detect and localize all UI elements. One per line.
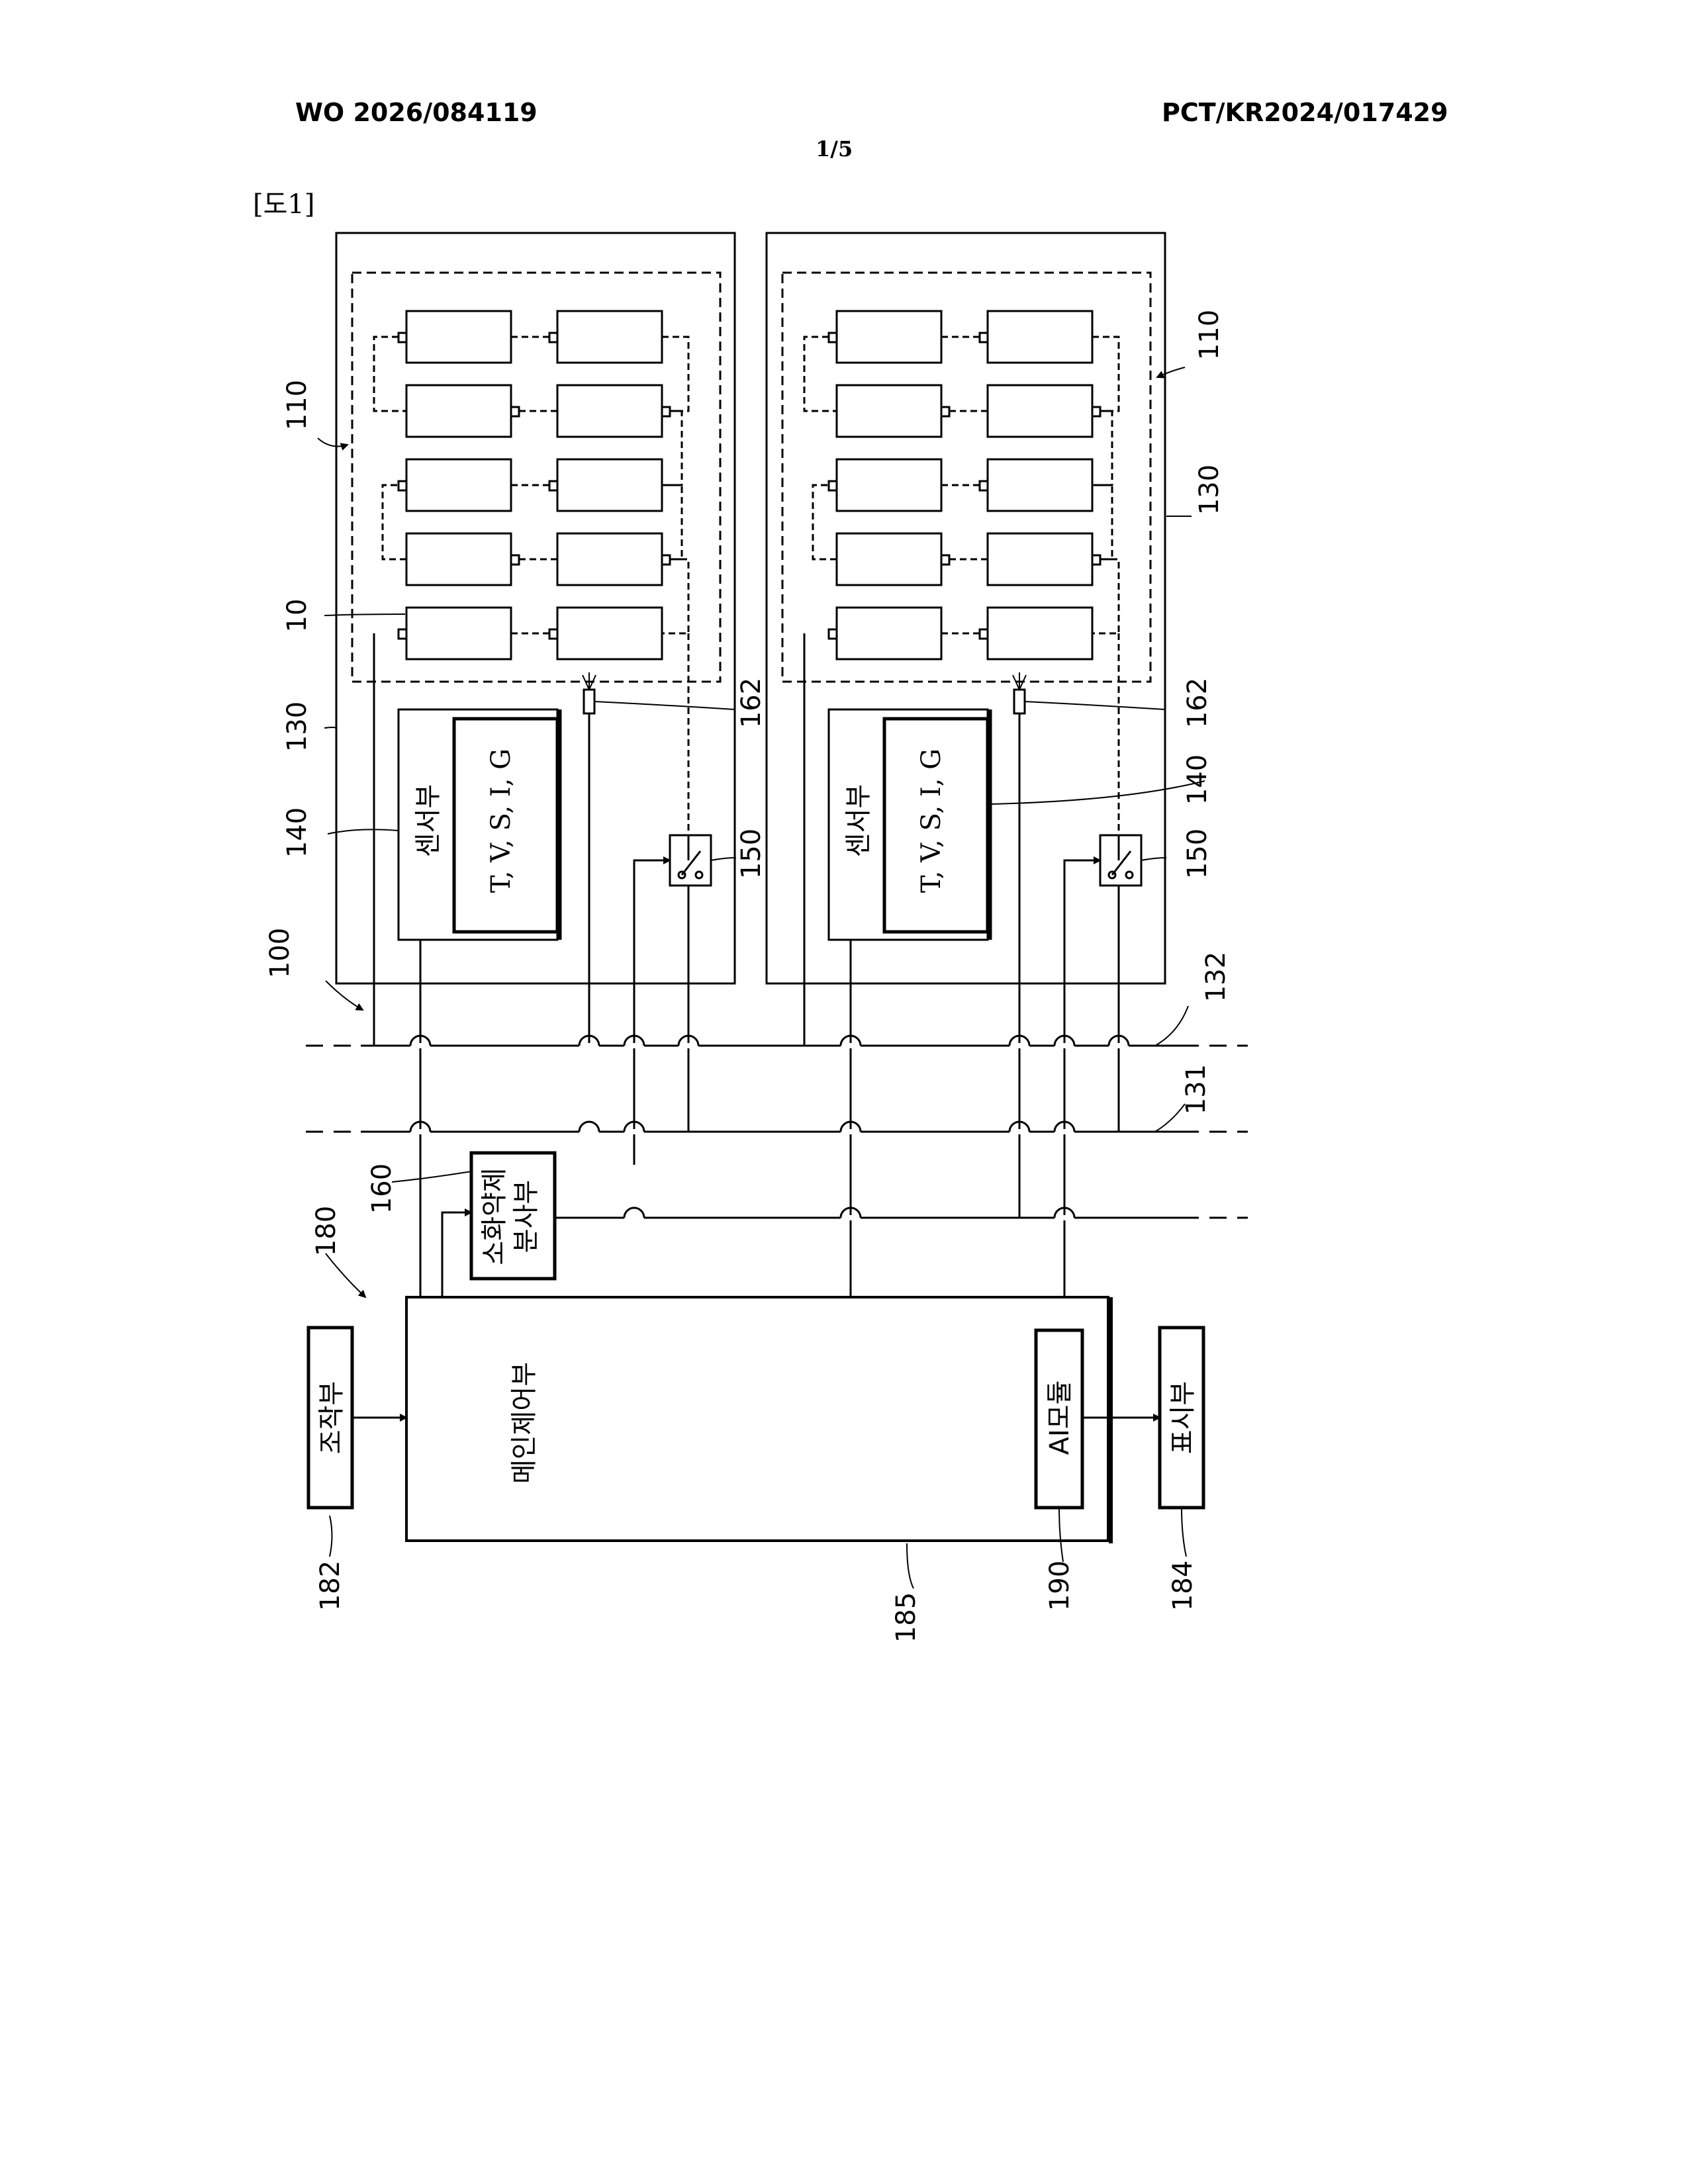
- ref-184: 184: [1168, 1561, 1198, 1611]
- ref-150-right: 150: [1182, 829, 1213, 879]
- ref-110-left: 110: [282, 380, 312, 430]
- ref-130-left: 130: [282, 702, 312, 752]
- switch-left: [670, 835, 711, 886]
- ref-182: 182: [315, 1561, 346, 1611]
- rack-housing-left: [336, 233, 735, 983]
- battery-cell: [557, 533, 662, 585]
- battery-cell: [406, 459, 511, 511]
- battery-cell: [557, 459, 662, 511]
- ref-132: 132: [1201, 952, 1231, 1002]
- fire-agent-label-1: 소화약제: [479, 1167, 510, 1265]
- ref-140-left: 140: [282, 807, 312, 858]
- battery-cell: [837, 533, 941, 585]
- ref-162-right: 162: [1182, 678, 1213, 728]
- battery-cell: [837, 311, 941, 363]
- battery-cell: [988, 533, 1092, 585]
- rack-left: [336, 233, 735, 1297]
- sensor-values-left: T, V, S, I, G: [486, 749, 516, 893]
- battery-cell: [557, 385, 662, 437]
- battery-cell: [557, 311, 662, 363]
- operation-label: 조작부: [316, 1381, 347, 1454]
- battery-cell: [837, 608, 941, 659]
- ref-130-right: 130: [1194, 465, 1225, 515]
- battery-cell: [988, 608, 1092, 659]
- battery-cell: [406, 311, 511, 363]
- reference-numerals: 110 10 130 140 100 160 180 182 185 190 1…: [265, 310, 1231, 1643]
- main-control-label: 메인제어부: [509, 1362, 539, 1484]
- ref-190: 190: [1045, 1561, 1075, 1611]
- ref-150-left: 150: [736, 829, 767, 879]
- switch-right: [1100, 835, 1141, 886]
- ref-10: 10: [282, 599, 312, 633]
- battery-cell: [406, 608, 511, 659]
- control-section: [308, 1153, 1203, 1543]
- battery-cell: [406, 385, 511, 437]
- fire-agent-label-2: 분사부: [511, 1180, 541, 1253]
- ref-162-left: 162: [736, 678, 767, 728]
- sensor-values-right: T, V, S, I, G: [916, 749, 947, 893]
- ai-module-label: AI모듈: [1045, 1381, 1075, 1455]
- rack-right: [767, 233, 1165, 1297]
- sensor-label-left: 센서부: [413, 784, 444, 857]
- ref-180: 180: [311, 1206, 342, 1256]
- battery-cell: [988, 459, 1092, 511]
- display-label: 표시부: [1168, 1381, 1198, 1454]
- ref-185: 185: [891, 1592, 921, 1643]
- battery-cell: [988, 385, 1092, 437]
- bus-lines: [306, 1046, 1248, 1218]
- ref-131: 131: [1181, 1064, 1211, 1115]
- ref-110-right: 110: [1194, 310, 1225, 360]
- ref-140-right: 140: [1182, 754, 1213, 805]
- battery-cell: [837, 385, 941, 437]
- battery-cell: [988, 311, 1092, 363]
- rack-housing-right: [767, 233, 1165, 983]
- sensor-label-right: 센서부: [843, 784, 874, 857]
- ref-160: 160: [367, 1163, 397, 1214]
- battery-cell: [557, 608, 662, 659]
- battery-cell: [406, 533, 511, 585]
- battery-cell: [837, 459, 941, 511]
- ref-100: 100: [265, 928, 295, 978]
